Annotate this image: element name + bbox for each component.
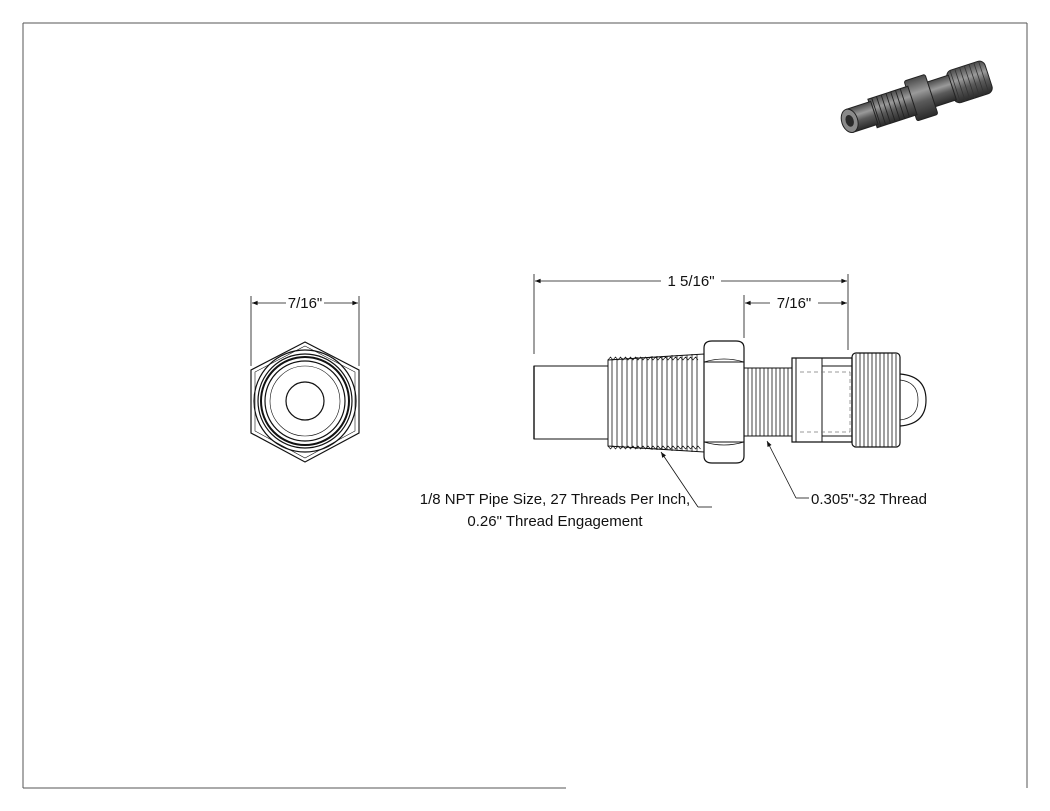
drawing-frame (22, 22, 1028, 789)
isometric-thumbnail (840, 60, 993, 134)
side-view-dimensions (533, 274, 849, 354)
cap-length-label: 7/16" (777, 295, 812, 312)
npt-callout-line1: 1/8 NPT Pipe Size, 27 Threads Per Inch, (420, 491, 690, 508)
callout-leaders (660, 440, 809, 508)
npt-callout-line2: 0.26" Thread Engagement (467, 513, 643, 530)
side-view (533, 340, 927, 464)
overall-length-label: 1 5/16" (667, 273, 714, 290)
hex-width-label: 7/16" (288, 295, 323, 312)
end-view-dimension (250, 296, 360, 366)
end-view-hex (250, 341, 360, 463)
fine-thread-callout: 0.305"-32 Thread (811, 491, 927, 508)
